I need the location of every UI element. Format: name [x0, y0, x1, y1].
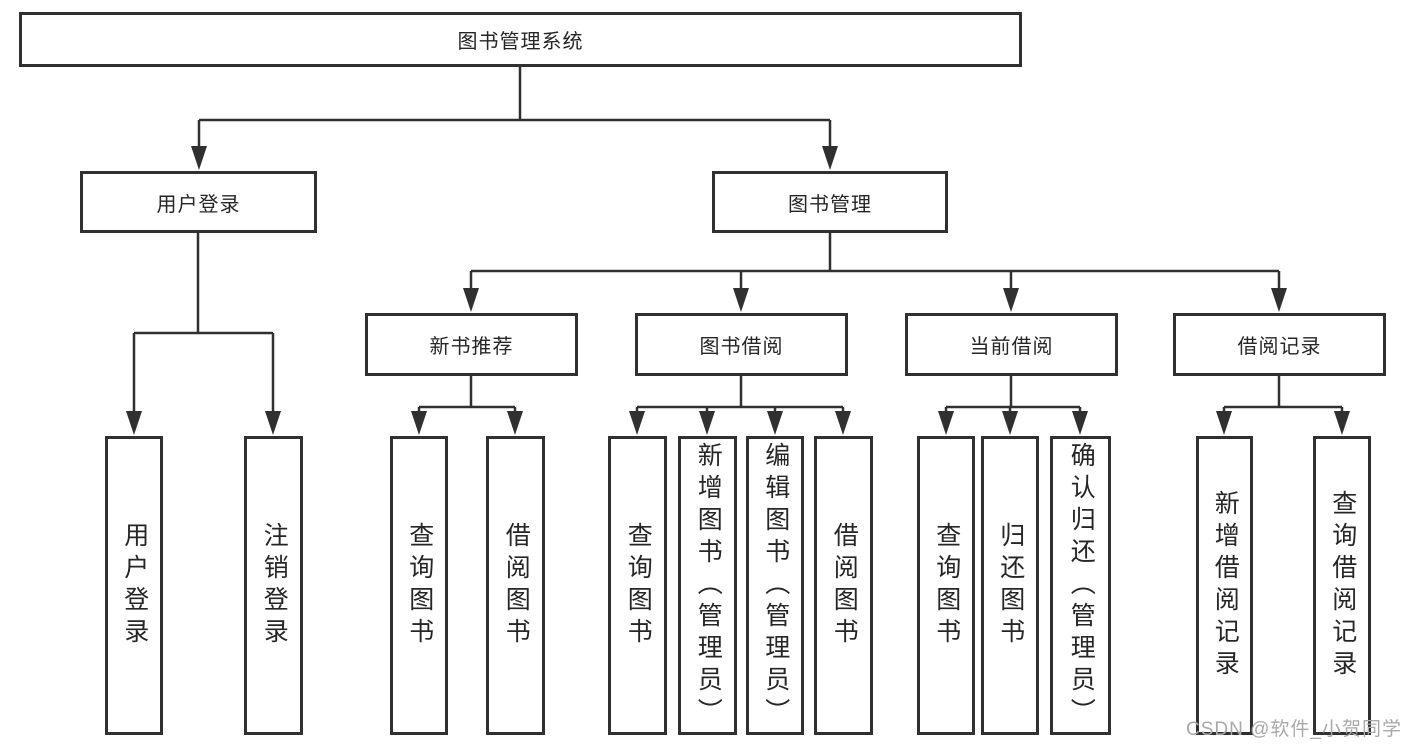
- csdn-watermark: CSDN @软件_小贺同学: [1186, 719, 1402, 740]
- node-borrow-records-label: 借阅记录: [1237, 336, 1322, 358]
- node-leaf-query-borrow-record: 查询借阅记录: [1313, 436, 1371, 735]
- node-current-borrow-label: 当前借阅: [969, 336, 1054, 358]
- node-leaf-return-book: 归还图书: [981, 436, 1039, 735]
- connector-book-management-to-children: [463, 233, 1287, 312]
- node-leaf-query-books-current: 查询图书: [917, 436, 975, 735]
- connector-book-borrow-to-children: [629, 376, 851, 435]
- node-library-system-label: 图书管理系统: [457, 31, 584, 53]
- node-leaf-return-book-label: 归还图书: [996, 521, 1025, 650]
- node-book-borrow: 图书借阅: [635, 313, 848, 376]
- node-user-login: 用户登录: [80, 171, 317, 233]
- node-leaf-borrow-books-recommend-label: 借阅图书: [502, 521, 531, 650]
- node-user-login-label: 用户登录: [156, 193, 241, 216]
- node-leaf-confirm-return-admin: 确认归还（管理员）: [1050, 436, 1111, 735]
- node-book-management: 图书管理: [712, 171, 948, 233]
- node-library-system: 图书管理系统: [19, 12, 1022, 67]
- node-leaf-add-borrow-record: 新增借阅记录: [1196, 436, 1253, 735]
- node-leaf-edit-book-admin: 编辑图书（管理员）: [746, 436, 804, 735]
- node-leaf-edit-book-admin-label: 编辑图书（管理员）: [761, 441, 790, 730]
- node-book-management-label: 图书管理: [788, 193, 872, 216]
- node-leaf-query-books-recommend-label: 查询图书: [405, 521, 434, 650]
- connector-new-book-recommend-to-children: [411, 376, 523, 435]
- node-leaf-add-borrow-record-label: 新增借阅记录: [1211, 489, 1240, 682]
- node-current-borrow: 当前借阅: [905, 313, 1118, 376]
- node-leaf-user-login: 用户登录: [105, 436, 163, 735]
- node-leaf-user-login-label: 用户登录: [120, 521, 149, 650]
- connector-current-borrow-to-children: [938, 376, 1088, 435]
- node-leaf-query-books-borrow: 查询图书: [608, 436, 667, 735]
- node-new-book-recommend-label: 新书推荐: [429, 336, 514, 358]
- node-leaf-borrow-books-recommend: 借阅图书: [486, 436, 545, 735]
- node-leaf-borrow-books: 借阅图书: [814, 436, 873, 735]
- node-leaf-borrow-books-label: 借阅图书: [830, 521, 859, 650]
- node-leaf-query-books-borrow-label: 查询图书: [624, 521, 653, 650]
- node-leaf-add-book-admin-label: 新增图书（管理员）: [694, 441, 723, 730]
- connector-borrow-records-to-children: [1216, 376, 1350, 435]
- node-new-book-recommend: 新书推荐: [365, 313, 578, 376]
- node-leaf-confirm-return-admin-label: 确认归还（管理员）: [1067, 441, 1096, 730]
- node-leaf-query-books-current-label: 查询图书: [932, 521, 961, 650]
- node-borrow-records: 借阅记录: [1173, 313, 1386, 376]
- node-book-borrow-label: 图书借阅: [699, 336, 784, 358]
- connector-user-login-to-children: [126, 233, 281, 435]
- node-leaf-query-borrow-record-label: 查询借阅记录: [1328, 489, 1357, 682]
- node-leaf-logout: 注销登录: [244, 436, 303, 735]
- connector-root-to-level2: [191, 67, 838, 170]
- node-leaf-query-books-recommend: 查询图书: [390, 436, 448, 735]
- node-leaf-add-book-admin: 新增图书（管理员）: [678, 436, 737, 735]
- node-leaf-logout-label: 注销登录: [260, 521, 289, 650]
